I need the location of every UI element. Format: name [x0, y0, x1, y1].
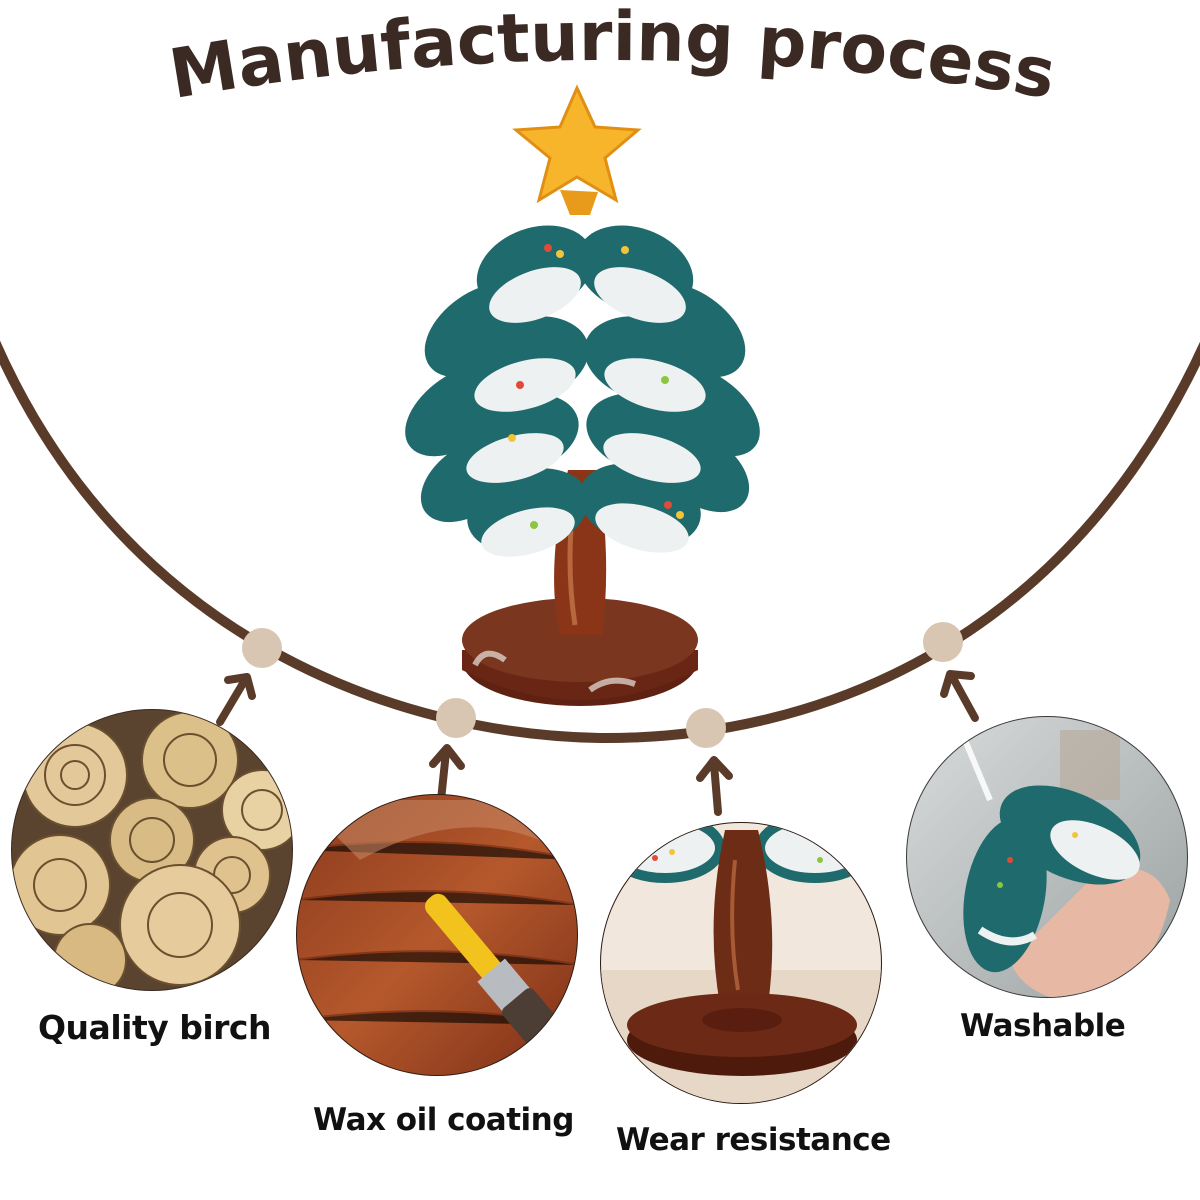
arrow-up-icon — [216, 673, 256, 726]
arc-node — [242, 628, 282, 668]
tree-base-icon — [600, 822, 882, 1104]
arrow-up-icon — [429, 744, 465, 804]
process-arc — [0, 340, 1200, 744]
arrow-up-icon — [940, 670, 979, 722]
star-icon — [512, 84, 642, 204]
arc-node — [686, 708, 726, 748]
log-stack-icon — [11, 709, 293, 991]
feature-label-wear-resistance: Wear resistance — [616, 1122, 891, 1158]
feature-label-quality-birch: Quality birch — [38, 1008, 271, 1047]
brush-icon — [296, 794, 578, 1076]
feature-label-wax-oil-coating: Wax oil coating — [313, 1102, 574, 1138]
arc-node — [436, 698, 476, 738]
feature-label-washable: Washable — [960, 1008, 1126, 1044]
page-title: Manufacturing process — [164, 0, 1061, 115]
arrow-up-icon — [696, 756, 733, 816]
arc-node — [923, 622, 963, 662]
water-tap-icon — [906, 716, 1188, 998]
christmas-tree-product — [405, 84, 760, 706]
